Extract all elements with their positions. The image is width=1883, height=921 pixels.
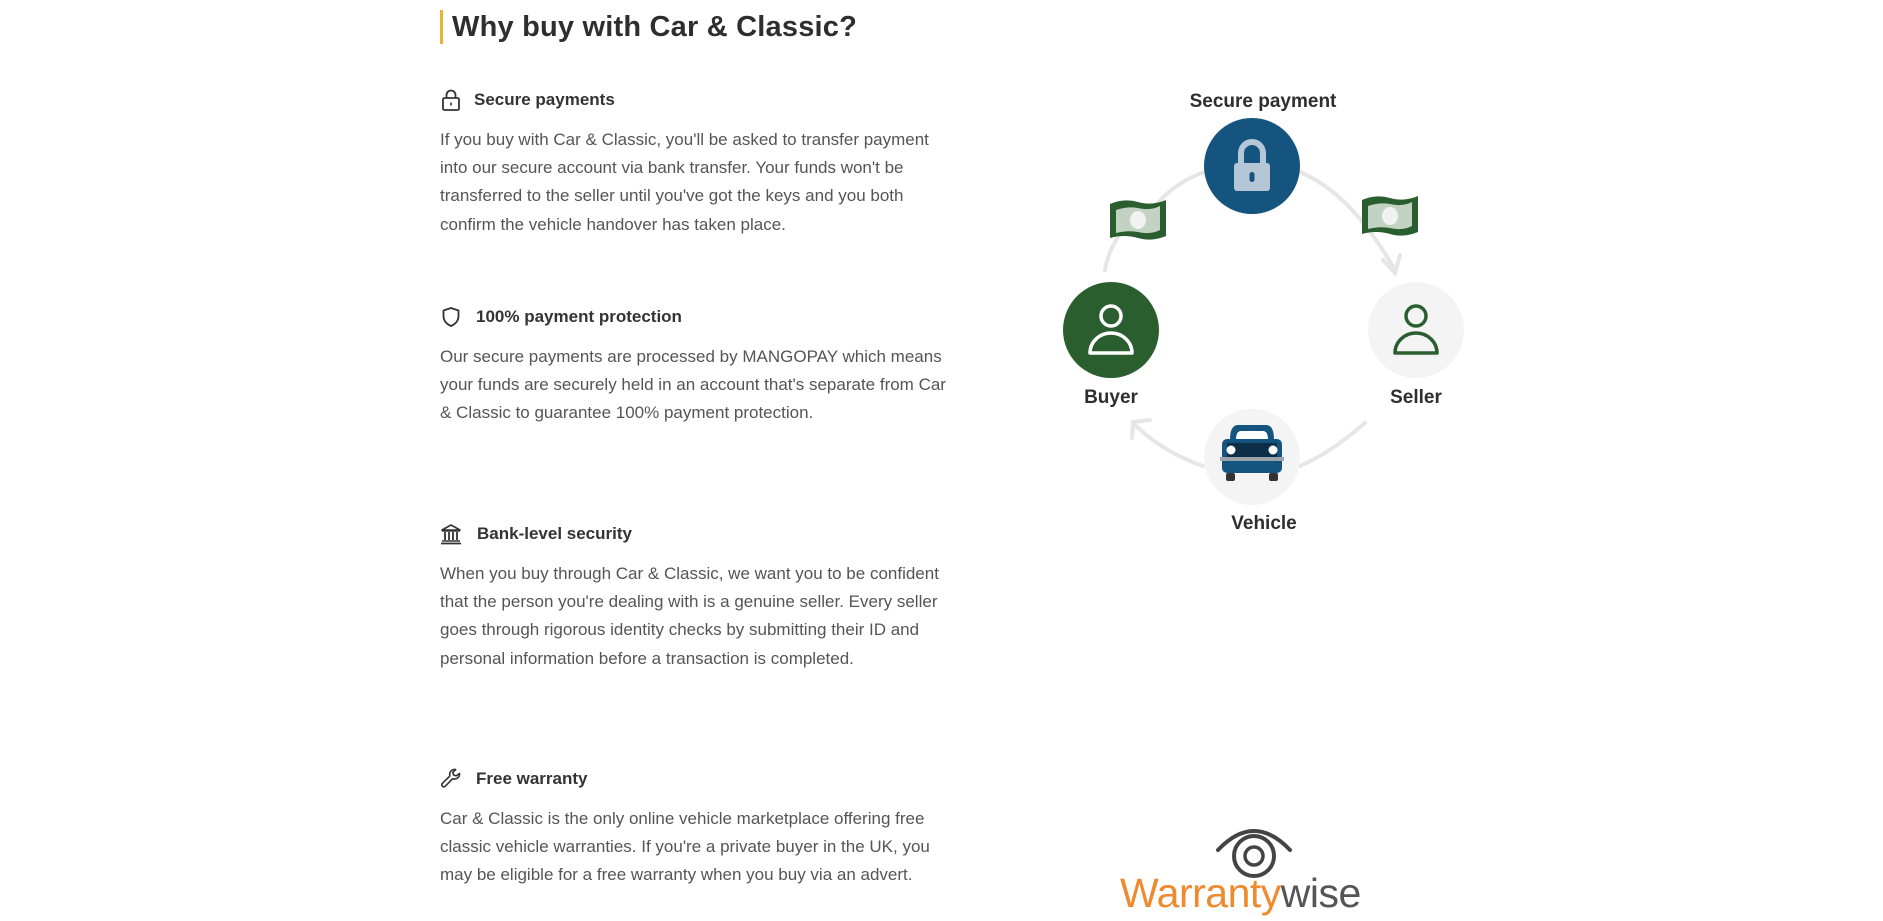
feature-title: 100% payment protection xyxy=(476,307,682,326)
feature-description: Car & Classic is the only online vehicle… xyxy=(440,809,930,885)
money-icon-right xyxy=(1362,196,1418,236)
warrantywise-wordmark: Warrantywise xyxy=(1120,870,1361,917)
bank-icon xyxy=(440,523,462,545)
secure-payment-node xyxy=(1204,118,1300,214)
section-heading: Why buy with Car & Classic? xyxy=(440,10,857,44)
vehicle-label: Vehicle xyxy=(1231,513,1297,534)
money-icon-left xyxy=(1110,200,1166,240)
buyer-label: Buyer xyxy=(1084,387,1138,408)
seller-label: Seller xyxy=(1390,387,1442,408)
shield-icon xyxy=(440,306,462,328)
feature-title-row: 100% payment protection xyxy=(440,305,950,329)
feature-secure-payments: Secure payments If you buy with Car & Cl… xyxy=(440,88,950,239)
vehicle-node xyxy=(1204,409,1300,505)
feature-title-row: Free warranty xyxy=(440,767,950,791)
padlock-icon xyxy=(440,89,462,111)
feature-title: Free warranty xyxy=(476,769,588,788)
eye-icon xyxy=(1216,829,1292,878)
feature-description: Our secure payments are processed by MAN… xyxy=(440,347,946,423)
feature-title: Bank-level security xyxy=(477,524,632,543)
feature-description: When you buy through Car & Classic, we w… xyxy=(440,564,939,668)
wordmark-warranty: Warranty xyxy=(1120,870,1281,916)
secure-payment-label: Secure payment xyxy=(1189,91,1337,112)
buyer-node xyxy=(1063,282,1159,378)
wrench-icon xyxy=(440,768,462,790)
feature-title-row: Secure payments xyxy=(440,88,950,112)
seller-node xyxy=(1368,282,1464,378)
feature-payment-protection: 100% payment protection Our secure payme… xyxy=(440,305,950,428)
feature-title: Secure payments xyxy=(474,90,615,109)
feature-bank-level-security: Bank-level security When you buy through… xyxy=(440,522,950,673)
warrantywise-logo: Warrantywise xyxy=(1120,820,1390,920)
feature-free-warranty: Free warranty Car & Classic is the only … xyxy=(440,767,950,890)
wordmark-wise: wise xyxy=(1280,870,1362,916)
feature-title-row: Bank-level security xyxy=(440,522,950,546)
payment-flow-diagram: Secure payment Buyer Seller Vehicle xyxy=(1040,80,1470,540)
feature-description: If you buy with Car & Classic, you'll be… xyxy=(440,130,929,234)
